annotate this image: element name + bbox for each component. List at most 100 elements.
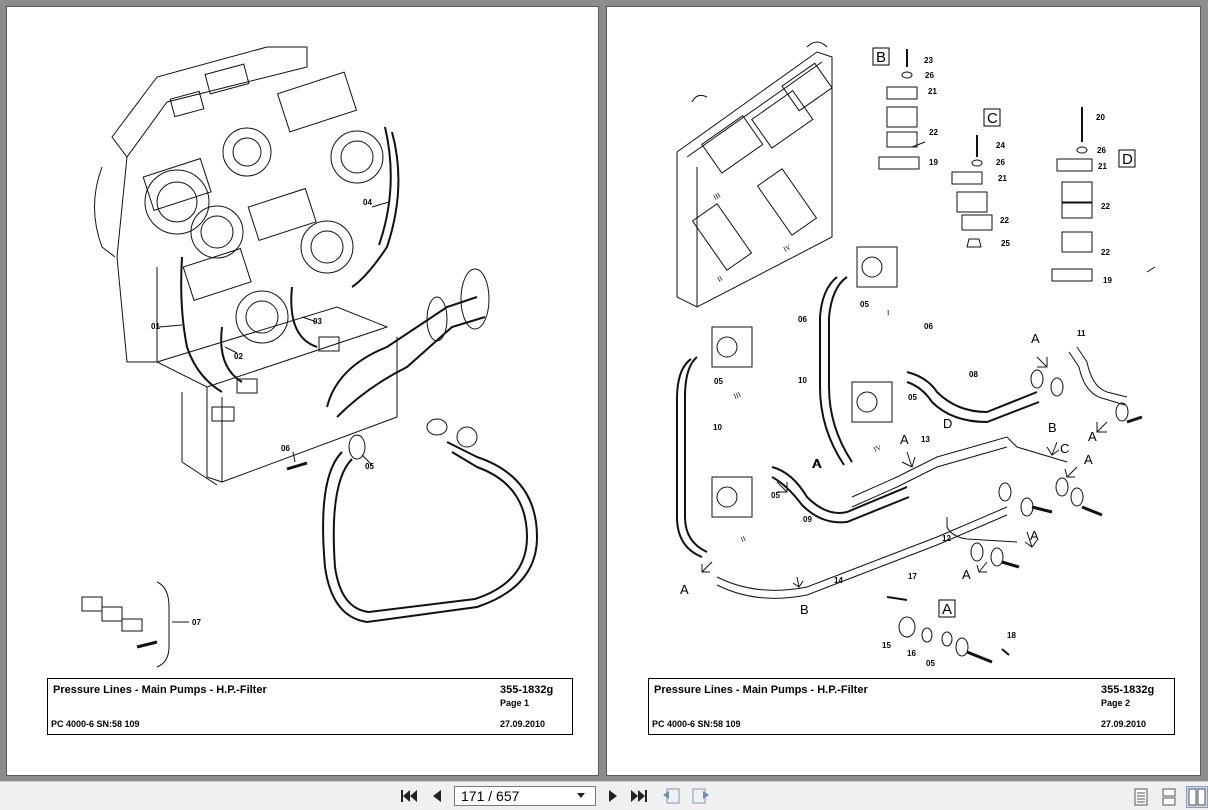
page-number-selector[interactable] [454, 786, 596, 806]
drawing-date: 27.09.2010 [500, 719, 546, 729]
callout-05-d: 05 [771, 491, 780, 500]
callout-05-e: 05 [926, 659, 935, 668]
callout-05-a: 05 [860, 300, 869, 309]
callout-22-d1: 22 [1101, 202, 1110, 211]
callout-26-d: 26 [1097, 146, 1106, 155]
callout-22-c: 22 [1000, 216, 1009, 225]
drawing-number: 355-1832g [500, 684, 554, 696]
filter-label-iii: III [732, 390, 742, 400]
drawing-number: 355-1832g [1101, 684, 1155, 696]
callout-21: 21 [928, 87, 937, 96]
callout-17: 17 [908, 572, 917, 581]
callout-10-b: 10 [713, 423, 722, 432]
connection-letter-a-2: A [812, 456, 821, 471]
callout-22-d2: 22 [1101, 248, 1110, 257]
callout-13: 13 [921, 435, 930, 444]
page-label: Page 1 [500, 698, 530, 708]
filter-label-iv: IV [872, 443, 882, 453]
connection-letter-a-5: A [1088, 429, 1097, 444]
detail-box-c [983, 108, 1001, 127]
callout-05: 05 [365, 462, 374, 471]
go-back-icon[interactable] [660, 786, 682, 806]
last-page-icon[interactable] [628, 786, 650, 806]
callout-22: 22 [929, 128, 938, 137]
callout-07: 07 [192, 618, 201, 627]
callout-16: 16 [907, 649, 916, 658]
connection-letter-b-1: B [1048, 420, 1057, 435]
callout-18: 18 [1007, 631, 1016, 640]
drawing-date: 27.09.2010 [1101, 719, 1147, 729]
detail-label-a: A [942, 601, 952, 618]
valve-label-iii: III [712, 191, 723, 202]
facing-pages-view-icon[interactable] [1186, 786, 1208, 808]
navigation-toolbar [0, 781, 1208, 810]
detail-label-d: D [1122, 151, 1133, 168]
callout-05-b: 05 [714, 377, 723, 386]
callout-19: 19 [929, 158, 938, 167]
next-page-icon[interactable] [602, 786, 624, 806]
drawing-title: Pressure Lines - Main Pumps - H.P.-Filte… [53, 684, 267, 696]
callout-06-b: 06 [924, 322, 933, 331]
page-number-input[interactable] [455, 788, 571, 804]
callout-03: 03 [313, 317, 322, 326]
machine-model: PC 4000-6 SN:58 109 [51, 719, 140, 729]
callout-06-a: 06 [798, 315, 807, 324]
page-label: Page 2 [1101, 698, 1131, 708]
callout-26: 26 [925, 71, 934, 80]
connection-letter-a-9: A [813, 456, 822, 471]
pdf-page-1: 04 01 02 03 06 05 07 Pressure Lines - Ma… [6, 6, 599, 776]
detail-box-b [872, 47, 890, 66]
detail-label-c: C [987, 110, 998, 127]
callout-25: 25 [1001, 239, 1010, 248]
connection-letter-a-1: A [1031, 331, 1040, 346]
connection-letter-a-8: A [680, 582, 689, 597]
exploded-parts-drawing-page-2 [676, 41, 1156, 664]
exploded-parts-drawing-page-1 [81, 46, 539, 668]
pdf-page-2: B C D A 23 26 21 22 19 24 26 21 22 25 20… [606, 6, 1201, 776]
connection-letter-b-2: B [800, 602, 809, 617]
machine-model: PC 4000-6 SN:58 109 [652, 719, 741, 729]
callout-14: 14 [834, 576, 843, 585]
callout-20: 20 [1096, 113, 1105, 122]
callout-15: 15 [882, 641, 891, 650]
callout-21-d: 21 [1098, 162, 1107, 171]
callout-02: 02 [234, 352, 243, 361]
connection-letter-d: D [943, 416, 952, 431]
connection-letter-a-4: A [1084, 452, 1093, 467]
title-block: Pressure Lines - Main Pumps - H.P.-Filte… [47, 678, 573, 735]
title-block: Pressure Lines - Main Pumps - H.P.-Filte… [648, 678, 1175, 735]
callout-11: 11 [1077, 329, 1086, 338]
callout-19-d: 19 [1103, 276, 1112, 285]
callout-05-c: 05 [908, 393, 917, 402]
detail-box-a [938, 599, 956, 618]
connection-letter-a-6: A [1030, 528, 1039, 543]
connection-letter-a-7: A [962, 567, 971, 582]
callout-23: 23 [924, 56, 933, 65]
single-page-view-icon[interactable] [1130, 786, 1152, 808]
previous-page-icon[interactable] [426, 786, 448, 806]
callout-04: 04 [363, 198, 372, 207]
connection-letter-c: C [1060, 441, 1069, 456]
callout-12: 12 [942, 534, 951, 543]
callout-labels-page-1: 04 01 02 03 06 05 07 [151, 198, 374, 627]
detail-label-b: B [876, 49, 886, 66]
callout-21-c: 21 [998, 174, 1007, 183]
callout-labels-page-2: B C D A 23 26 21 22 19 24 26 21 22 25 20… [680, 47, 1136, 668]
chevron-down-icon[interactable] [571, 787, 591, 805]
callout-09: 09 [803, 515, 812, 524]
valve-label-iv: IV [782, 243, 792, 254]
callout-10-a: 10 [798, 376, 807, 385]
callout-06: 06 [281, 444, 290, 453]
callout-24: 24 [996, 141, 1005, 150]
continuous-view-icon[interactable] [1158, 786, 1180, 808]
connection-letter-a-3: A [900, 432, 909, 447]
callout-08: 08 [969, 370, 978, 379]
filter-label-i: I [887, 309, 890, 317]
detail-box-d [1118, 149, 1136, 168]
valve-label-ii: II [716, 274, 725, 284]
drawing-title: Pressure Lines - Main Pumps - H.P.-Filte… [654, 684, 868, 696]
callout-26-c: 26 [996, 158, 1005, 167]
go-forward-icon[interactable] [690, 786, 712, 806]
filter-label-ii: II [739, 534, 747, 544]
first-page-icon[interactable] [398, 786, 420, 806]
